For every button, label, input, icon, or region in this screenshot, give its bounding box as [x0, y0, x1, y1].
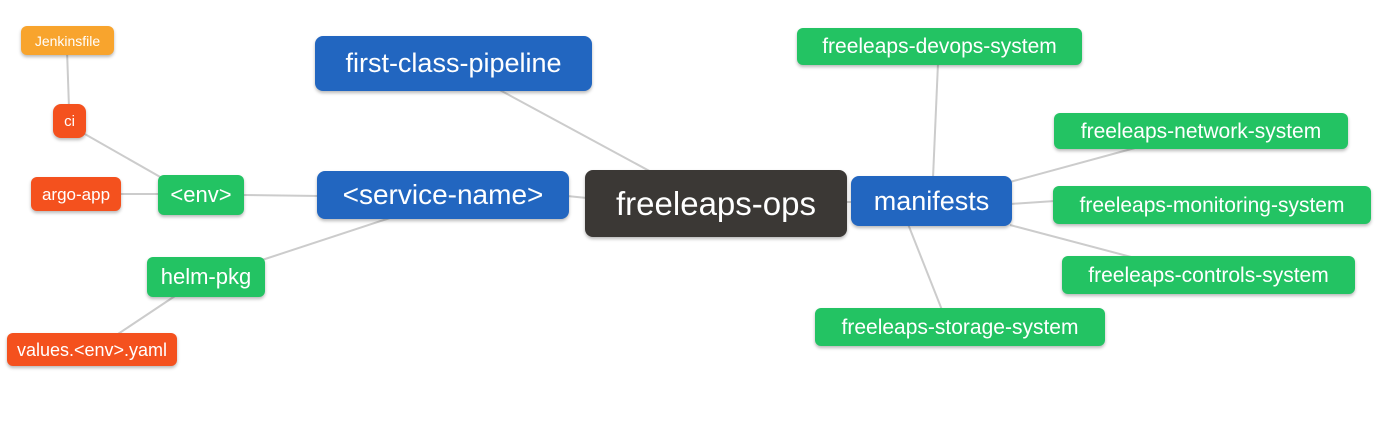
- node-env[interactable]: <env>: [158, 175, 244, 215]
- node-freeleaps-devops-system-label: freeleaps-devops-system: [822, 35, 1057, 58]
- node-freeleaps-storage-system-label: freeleaps-storage-system: [841, 315, 1079, 339]
- edge-jenkinsfile-ci: [66, 49, 70, 109]
- edge-values-helm-pkg: [117, 293, 179, 335]
- node-values-env-yaml-label: values.<env>.yaml: [16, 339, 168, 360]
- node-ci[interactable]: ci: [53, 104, 86, 138]
- edge-manifests-storage: [907, 223, 943, 311]
- node-freeleaps-monitoring-system-label: freeleaps-monitoring-system: [1079, 193, 1345, 217]
- node-first-class-pipeline[interactable]: first-class-pipeline: [315, 36, 592, 91]
- node-jenkinsfile-label: Jenkinsfile: [34, 32, 101, 49]
- node-first-class-pipeline-label: first-class-pipeline: [345, 48, 562, 78]
- edge-helm-pkg-service-name: [261, 216, 394, 261]
- node-freeleaps-controls-system-label: freeleaps-controls-system: [1088, 263, 1329, 287]
- node-freeleaps-network-system-label: freeleaps-network-system: [1080, 119, 1322, 143]
- edge-devops-manifests: [932, 62, 939, 179]
- node-env-label: <env>: [170, 182, 232, 207]
- node-values-env-yaml[interactable]: values.<env>.yaml: [7, 333, 177, 366]
- edge-manifests-monitoring: [1009, 200, 1056, 205]
- node-jenkinsfile[interactable]: Jenkinsfile: [21, 26, 114, 55]
- node-freeleaps-storage-system[interactable]: freeleaps-storage-system: [815, 308, 1105, 346]
- node-service-name[interactable]: <service-name>: [317, 171, 569, 219]
- edge-manifests-controls: [1009, 224, 1136, 259]
- edge-pipeline-freeleaps-ops: [495, 87, 656, 175]
- edge-ci-env: [82, 132, 163, 179]
- node-ci-label: ci: [64, 112, 75, 130]
- node-helm-pkg-label: helm-pkg: [160, 264, 252, 289]
- edge-env-service-name: [241, 194, 321, 197]
- node-manifests[interactable]: manifests: [851, 176, 1012, 226]
- node-freeleaps-monitoring-system[interactable]: freeleaps-monitoring-system: [1053, 186, 1371, 224]
- node-argo-app[interactable]: argo-app: [31, 177, 121, 211]
- node-manifests-label: manifests: [873, 185, 990, 216]
- edge-manifests-network: [1009, 147, 1136, 183]
- node-freeleaps-devops-system[interactable]: freeleaps-devops-system: [797, 28, 1082, 65]
- node-freeleaps-ops-label: freeleaps-ops: [616, 185, 816, 222]
- edge-service-freeleaps-ops: [566, 195, 588, 199]
- node-freeleaps-network-system[interactable]: freeleaps-network-system: [1054, 113, 1348, 149]
- node-helm-pkg[interactable]: helm-pkg: [147, 257, 265, 297]
- node-argo-app-label: argo-app: [41, 184, 111, 204]
- node-freeleaps-ops-root[interactable]: freeleaps-ops: [585, 170, 847, 237]
- node-service-name-label: <service-name>: [342, 179, 544, 210]
- node-freeleaps-controls-system[interactable]: freeleaps-controls-system: [1062, 256, 1355, 294]
